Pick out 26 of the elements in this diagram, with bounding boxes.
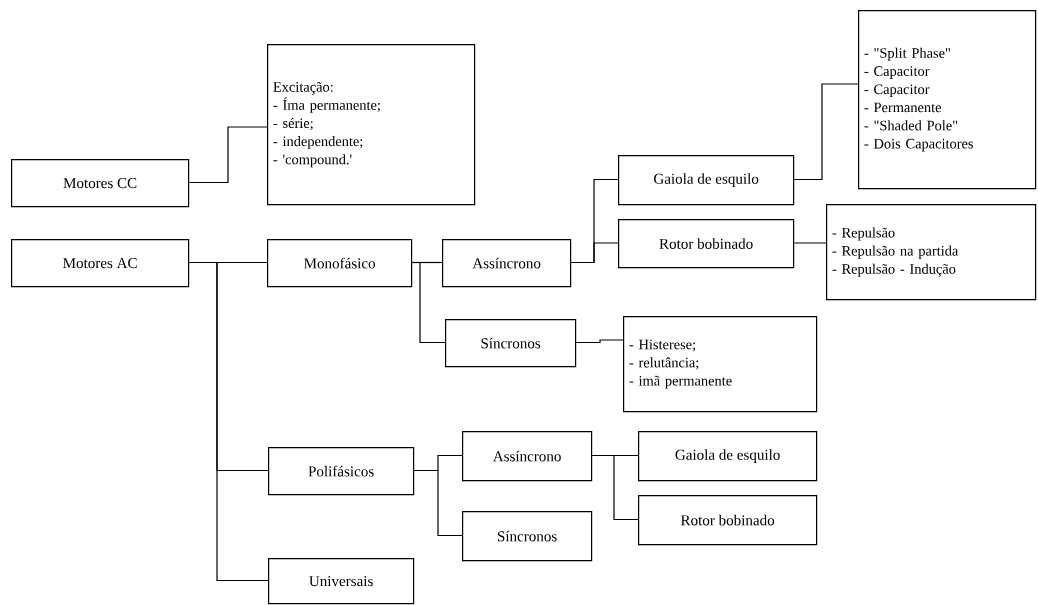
- connector-line: [570, 242, 619, 264]
- category-box: Gaiola de esquilo: [638, 431, 818, 482]
- list-box: - "Split Phase" - Capacitor - Capacitor - Permanente - "Shaded Pole" - Dois Capacitores: [858, 10, 1037, 190]
- connector-line: [575, 339, 624, 344]
- category-box: Rotor bobinado: [638, 495, 818, 546]
- connector-line: [188, 261, 269, 582]
- category-box: Polifásicos: [268, 447, 415, 496]
- category-box: Rotor bobinado: [618, 219, 795, 269]
- connector-line: [793, 242, 827, 244]
- category-box: Gaiola de esquilo: [618, 155, 795, 206]
- connector-line: [793, 83, 859, 181]
- list-box: Excitação: - Íma permanente; - série; - independente; - 'compound.': [267, 44, 476, 206]
- connector-line: [188, 126, 268, 184]
- list-box: - Repulsão - Repulsão na partida - Repulsão - Indução: [826, 204, 1037, 301]
- category-box: Monofásico: [267, 239, 413, 288]
- category-box: Síncronos: [445, 319, 577, 368]
- category-box: Síncronos: [462, 511, 593, 562]
- list-box: - Histerese; - relutância; - imã permanente: [623, 316, 818, 413]
- category-box: Motores AC: [11, 239, 190, 288]
- connector-line: [413, 469, 463, 537]
- category-box: Universais: [268, 558, 415, 605]
- category-box: Assíncrono: [442, 239, 572, 288]
- category-box: Assíncrono: [462, 431, 593, 482]
- category-box: Motores CC: [11, 159, 190, 208]
- connector-line: [591, 454, 639, 521]
- connector-line: [411, 261, 446, 344]
